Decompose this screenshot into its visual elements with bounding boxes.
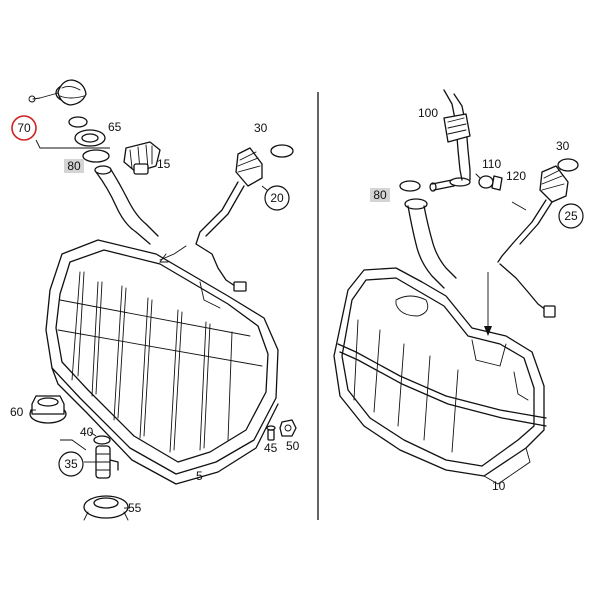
- callout-50[interactable]: 50: [286, 439, 300, 453]
- callout-110[interactable]: 110: [482, 157, 501, 171]
- callout-30-right[interactable]: 30: [556, 139, 570, 153]
- callout-120[interactable]: 120: [506, 169, 526, 183]
- leader-lines-left: [30, 139, 273, 509]
- fuel-tank-right[interactable]: [333, 267, 547, 485]
- assembly-arrows: [484, 201, 527, 336]
- cap-seal-ring-part[interactable]: [68, 116, 88, 128]
- tank-flange-part[interactable]: [29, 395, 67, 424]
- callout-25-ring: [558, 203, 584, 229]
- callout-70[interactable]: 70: [17, 121, 31, 135]
- filler-ring-part[interactable]: [74, 129, 106, 147]
- fuel-pump-part[interactable]: [93, 435, 119, 479]
- vent-valve-part[interactable]: [123, 141, 161, 175]
- callout-20-ring: [264, 185, 290, 211]
- callout-35-ring: [58, 451, 84, 477]
- fuel-cap-part[interactable]: [28, 79, 87, 106]
- callout-40[interactable]: 40: [80, 425, 94, 439]
- bolt-part[interactable]: [266, 425, 276, 441]
- callout-15[interactable]: 15: [157, 157, 171, 171]
- callout-80-left-box: [64, 159, 84, 173]
- callout-80-right[interactable]: 80: [373, 188, 387, 202]
- callout-20[interactable]: 20: [270, 191, 284, 205]
- callout-70-ring: [11, 115, 37, 141]
- nut-part[interactable]: [279, 419, 297, 437]
- callout-45[interactable]: 45: [264, 441, 278, 455]
- pump-mount-part[interactable]: [83, 495, 129, 521]
- fuel-sender-left[interactable]: [159, 144, 294, 292]
- callout-100[interactable]: 100: [418, 106, 438, 120]
- callout-80-left[interactable]: 80: [67, 159, 81, 173]
- callout-5[interactable]: 5: [196, 469, 203, 483]
- filler-seal-part-left[interactable]: [82, 149, 110, 163]
- breather-hose-part[interactable]: [429, 89, 471, 192]
- filler-seal-part-right[interactable]: [399, 180, 421, 192]
- hose-clamp-part[interactable]: [475, 173, 494, 189]
- callout-35[interactable]: 35: [64, 457, 78, 471]
- callout-30-left[interactable]: 30: [254, 121, 268, 135]
- hose-clip-part[interactable]: [491, 175, 503, 191]
- callout-25[interactable]: 25: [564, 209, 578, 223]
- callout-10[interactable]: 10: [492, 479, 506, 493]
- filler-neck-left[interactable]: [94, 165, 159, 245]
- filler-neck-right[interactable]: [404, 198, 457, 289]
- callout-65[interactable]: 65: [108, 120, 122, 134]
- fuel-sender-right[interactable]: [497, 158, 579, 318]
- callout-60[interactable]: 60: [10, 405, 24, 419]
- callout-80-right-box: [370, 188, 390, 202]
- callout-55[interactable]: 55: [128, 501, 142, 515]
- fuel-tank-left[interactable]: [45, 239, 279, 485]
